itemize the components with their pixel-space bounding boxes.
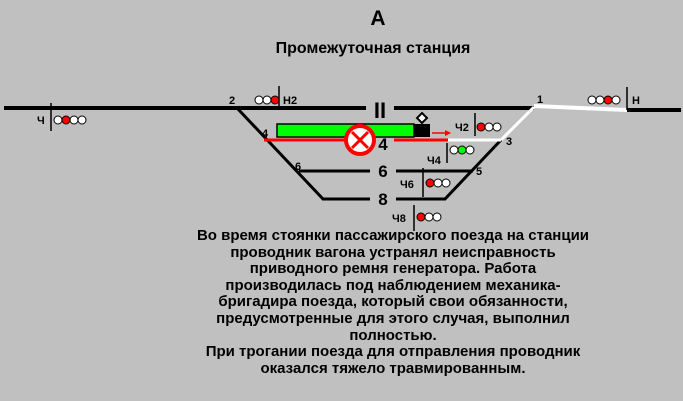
- signal-n: [587, 87, 628, 110]
- switch-4-label: 4: [262, 128, 269, 140]
- signal-ch: [50, 103, 87, 131]
- signal-ch4: [446, 143, 475, 163]
- switch-1-label: 1: [537, 94, 543, 106]
- signal-ch-label: Ч: [37, 115, 45, 127]
- story-line: приводного ремня генератора. Работа: [249, 260, 537, 278]
- track-label-6: 6: [378, 162, 387, 181]
- signal-ch6: [422, 168, 451, 197]
- track-label-4: 4: [378, 135, 388, 154]
- locomotive: [414, 124, 430, 137]
- story-line: Во время стоянки пассажирского поезда на…: [196, 227, 590, 244]
- story-line: При трогании поезда для отправления пров…: [205, 343, 581, 361]
- diagram-letter: А: [370, 7, 385, 30]
- story-line: бригадира поезда, который свои обязаннос…: [218, 293, 568, 311]
- signal-ch4-label: Ч4: [427, 155, 442, 167]
- track-label-main: II: [374, 98, 386, 123]
- switch-3-label: 3: [506, 136, 512, 148]
- signal-n2-label: Н2: [283, 95, 297, 107]
- signal-ch6-label: Ч6: [400, 179, 414, 191]
- story-line: предусмотренные для этого случая, выполн…: [216, 309, 570, 327]
- incident-description: Во время стоянки пассажирского поезда на…: [150, 227, 636, 377]
- locomotive-marker-icon: [415, 111, 429, 125]
- signal-n-label: Н: [632, 95, 640, 107]
- diagram-title: Промежуточная станция: [276, 40, 471, 57]
- signal-ch2: [474, 113, 502, 136]
- story-line: полностью.: [349, 326, 437, 344]
- direction-arrow-icon: [432, 130, 451, 136]
- signal-ch8: [413, 205, 442, 231]
- switch-2-label: 2: [229, 95, 235, 107]
- hazard-cross-icon: [344, 124, 376, 156]
- main-track: [4, 104, 681, 112]
- switch-6-label: 6: [295, 161, 301, 173]
- signal-n2: [254, 86, 280, 107]
- story-line: оказался тяжело травмированным.: [260, 359, 526, 377]
- story-line: проводник вагона устранял неисправность: [230, 243, 556, 261]
- switch-5-label: 5: [476, 166, 482, 178]
- signal-ch2-label: Ч2: [455, 122, 469, 134]
- story-line: производилась под наблюдением механика-: [225, 276, 561, 294]
- track-label-8: 8: [378, 190, 387, 209]
- signal-ch8-label: Ч8: [392, 213, 406, 225]
